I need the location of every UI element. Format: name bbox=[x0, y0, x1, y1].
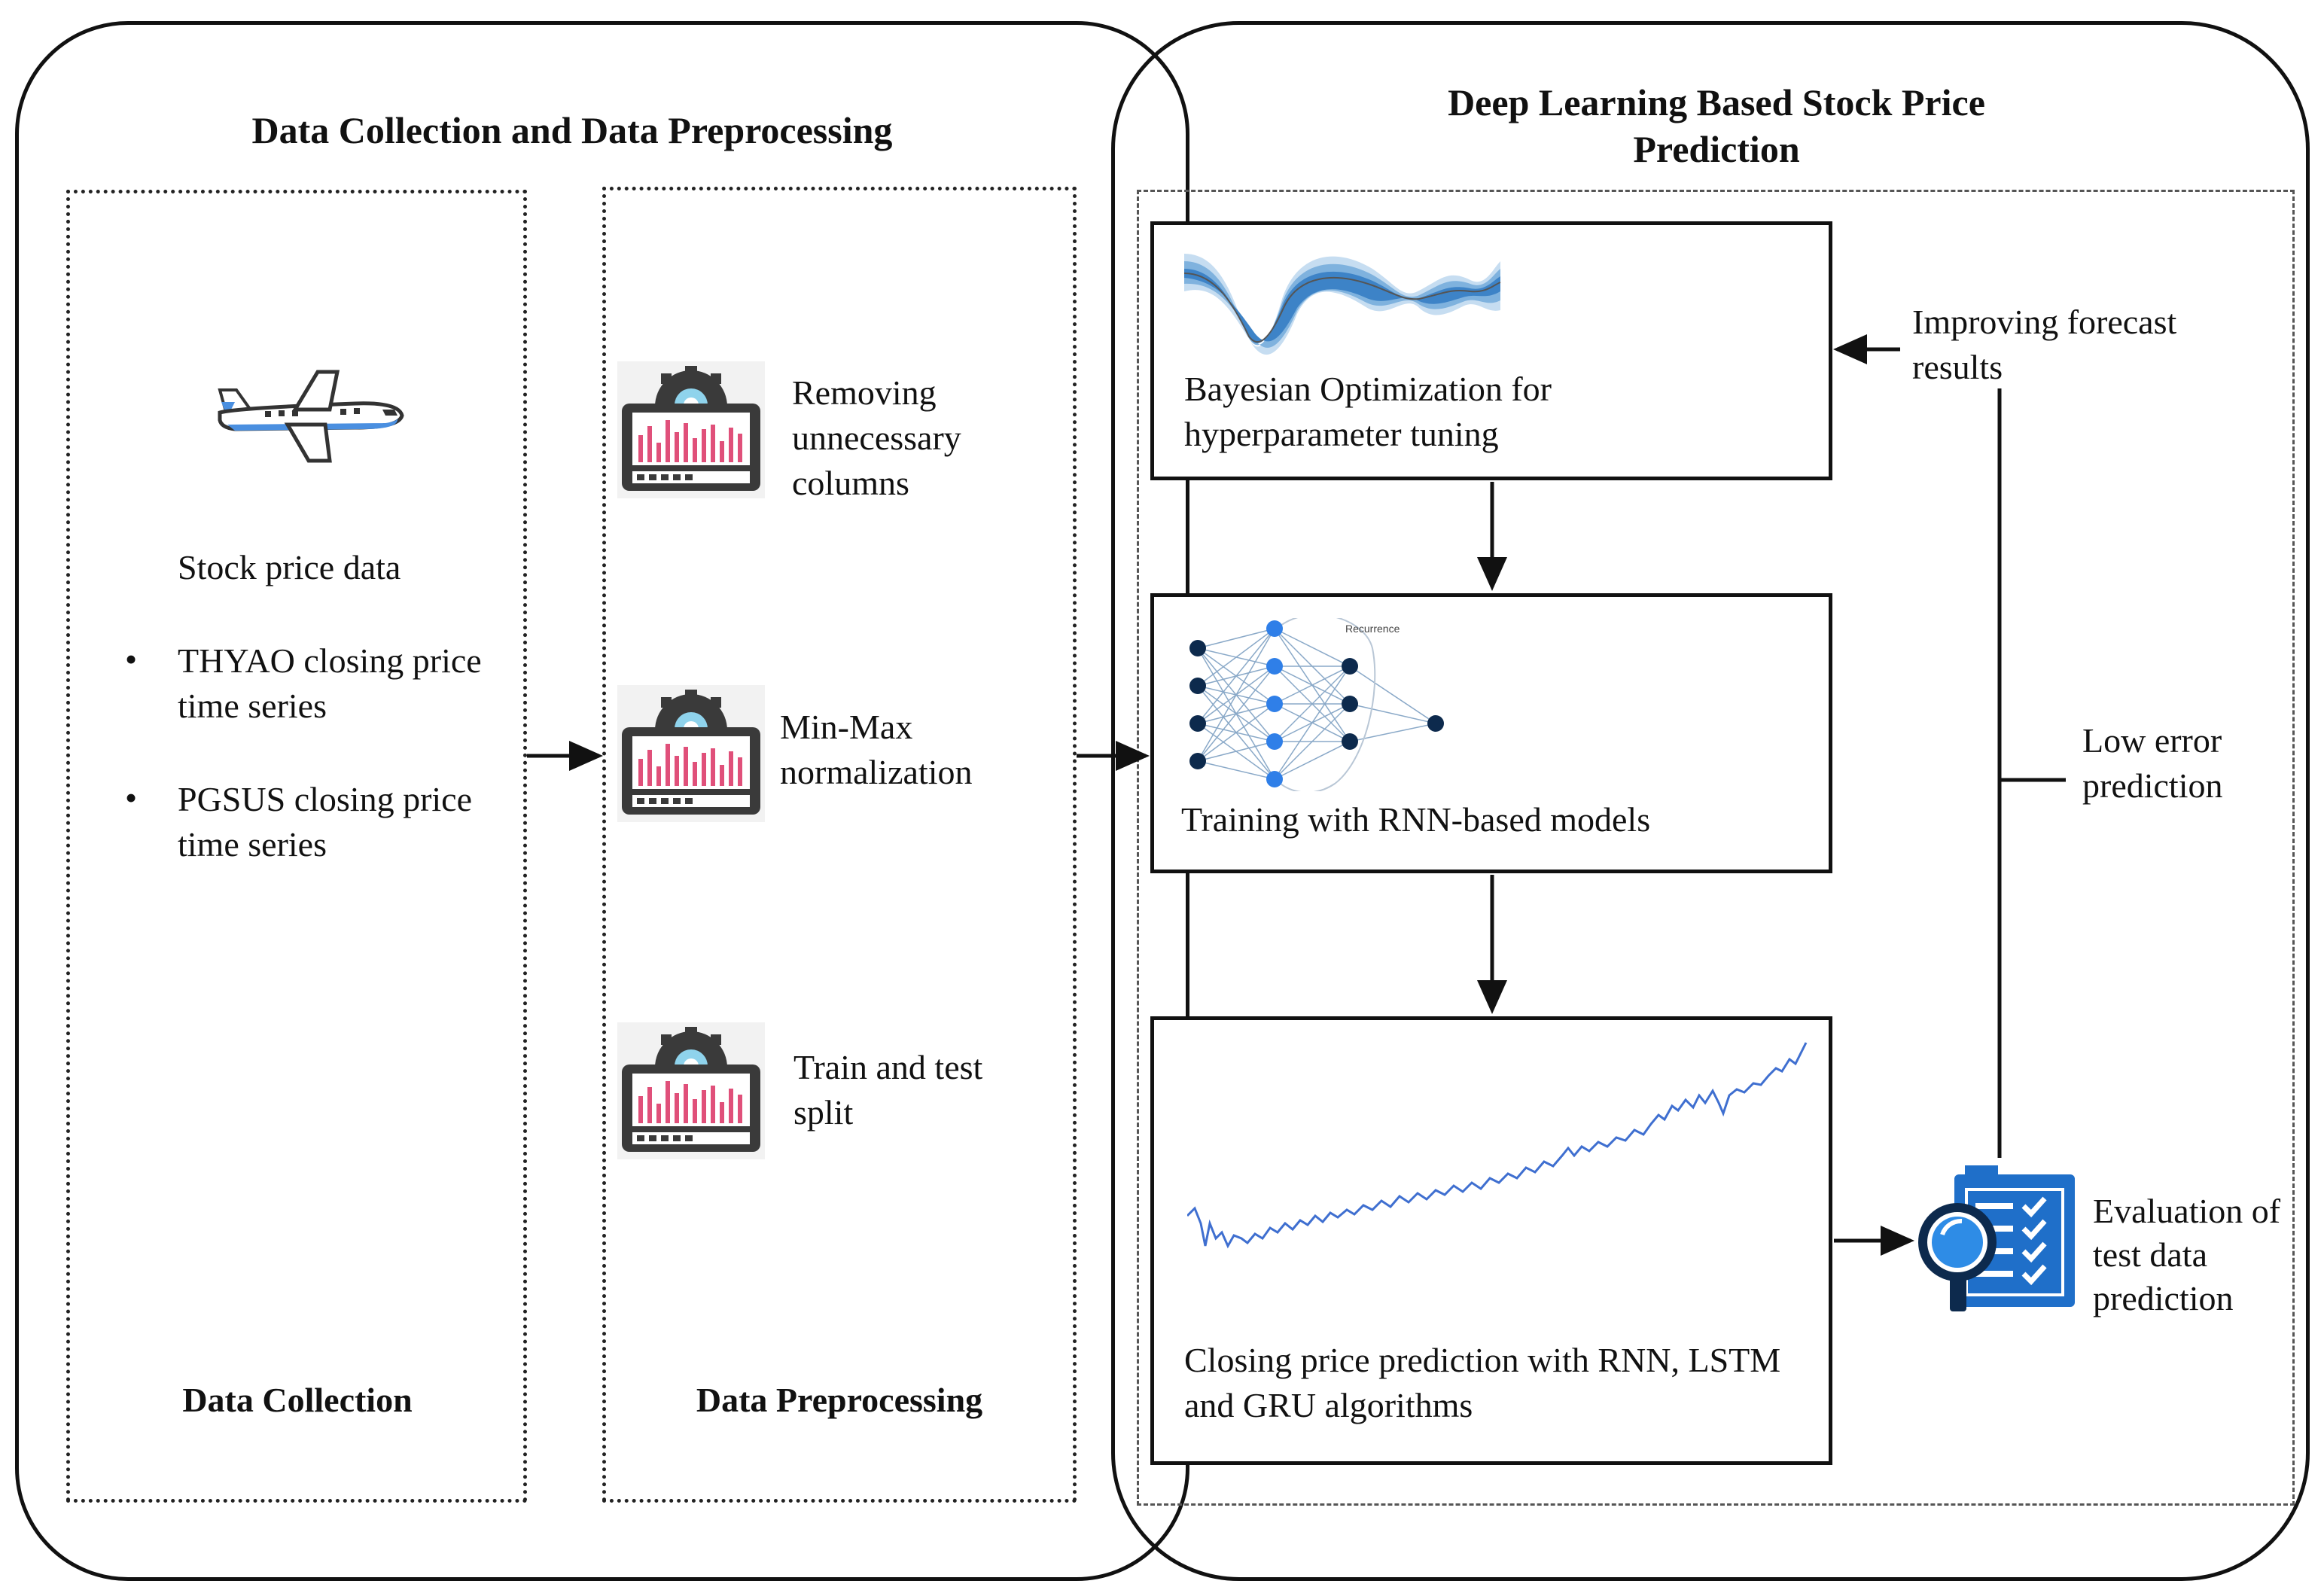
left-panel-title: Data Collection and Data Preprocessing bbox=[251, 109, 893, 151]
step-remove-columns-text: Removing unnecessary columns bbox=[792, 373, 961, 502]
bayesian-text: Bayesian Optimization for hyperparameter… bbox=[1184, 370, 1552, 453]
data-collection-box bbox=[66, 190, 527, 1503]
monitor-chart-icon bbox=[616, 1021, 766, 1161]
price-prediction-box: Closing price prediction with RNN, LSTM … bbox=[1150, 1016, 1832, 1465]
price-trend-line bbox=[1186, 1042, 1808, 1249]
bullet-dot: • bbox=[125, 778, 138, 817]
prediction-area bbox=[1137, 190, 2295, 1506]
bayesian-optimization-box: Bayesian Optimization for hyperparameter… bbox=[1150, 221, 1832, 480]
recurrence-label: Recurrence bbox=[1345, 623, 1400, 635]
right-panel-title: Deep Learning Based Stock Price Predicti… bbox=[1448, 81, 1985, 170]
deep-learning-panel bbox=[1111, 21, 2310, 1581]
airplane-icon bbox=[205, 367, 408, 465]
monitor-chart-icon bbox=[616, 360, 766, 500]
monitor-chart-icon bbox=[616, 684, 766, 824]
bullet-pgsus: PGSUS closing price time series bbox=[178, 780, 472, 863]
stock-price-heading: Stock price data bbox=[178, 548, 401, 586]
rnn-training-box: Recurrence Training with RNN-based model… bbox=[1150, 593, 1832, 873]
rnn-training-text: Training with RNN-based models bbox=[1181, 800, 1651, 839]
neural-network-icon: Recurrence bbox=[1184, 614, 1470, 793]
step-remove-columns: Removing unnecessary columns bbox=[792, 370, 1033, 506]
bullet-dot: • bbox=[125, 640, 138, 678]
data-preprocessing-label: Data Preprocessing bbox=[696, 1381, 983, 1419]
evaluation-text: Evaluation of test data prediction bbox=[2093, 1192, 2281, 1317]
bullet-thyao: THYAO closing price time series bbox=[178, 641, 482, 725]
step-train-test: Train and test split bbox=[793, 1048, 983, 1132]
price-trend-chart bbox=[1186, 1035, 1812, 1306]
improving-forecast-text: Improving forecast results bbox=[1912, 303, 2177, 386]
gaussian-process-icon bbox=[1183, 239, 1508, 359]
clipboard-magnifier-icon bbox=[1912, 1159, 2085, 1317]
data-collection-label: Data Collection bbox=[182, 1381, 413, 1419]
price-prediction-text: Closing price prediction with RNN, LSTM … bbox=[1184, 1341, 1781, 1424]
low-error-text: Low error prediction bbox=[2082, 721, 2223, 805]
step-minmax: Min-Max normalization bbox=[780, 708, 973, 791]
data-preprocessing-box bbox=[602, 187, 1077, 1503]
